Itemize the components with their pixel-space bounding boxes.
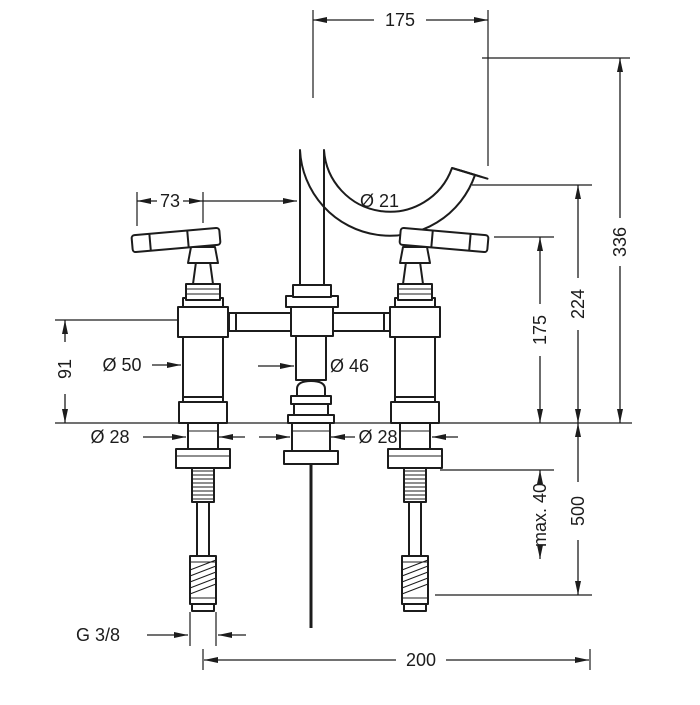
dim-hole-spacing-label: 200 <box>406 650 436 670</box>
left-handle-lever <box>130 226 222 254</box>
dim-handle-projection-label: 73 <box>160 191 180 211</box>
dim-max-deck-thickness-label: max. 40 <box>530 483 550 547</box>
dim-handle-projection: 73 <box>137 191 203 211</box>
left-supply-shank <box>175 422 231 612</box>
left-mounting-nut <box>175 448 231 469</box>
dim-hose-length: 500 <box>568 423 588 595</box>
right-handle-stem <box>399 246 431 285</box>
dim-total-height: 336 <box>610 58 630 423</box>
dim-spout-outlet-height-label: 224 <box>568 289 588 319</box>
center-tee <box>285 284 339 381</box>
dim-spout-tube-diameter-label: Ø 21 <box>360 191 399 211</box>
dim-spout-reach: 175 <box>313 10 488 30</box>
dim-total-height-label: 336 <box>610 227 630 257</box>
dim-supply-thread-label: G 3/8 <box>76 625 120 645</box>
right-threaded-shank <box>403 467 427 503</box>
right-valve-body <box>389 283 441 424</box>
center-drain-assembly <box>283 422 339 628</box>
left-valve-body <box>177 283 229 424</box>
dim-body-height-label: 91 <box>55 359 75 379</box>
left-handle-stem <box>187 246 219 285</box>
dim-hole-spacing: 200 <box>204 650 589 670</box>
dim-spout-outlet-height: 224 <box>568 185 588 423</box>
right-mounting-nut <box>387 448 443 469</box>
dim-shank-diameter-left-label: Ø 28 <box>90 427 129 447</box>
right-hose-end <box>403 603 427 612</box>
spout <box>299 149 489 291</box>
dim-handle-top-height-label: 175 <box>530 315 550 345</box>
popup-knob <box>287 380 335 424</box>
dim-max-deck-thickness: max. 40 <box>530 470 550 559</box>
left-threaded-shank <box>191 467 215 503</box>
dim-center-body-diameter-label: Ø 46 <box>330 356 369 376</box>
dim-shank-diameters: Ø 28 Ø 28 <box>90 427 458 447</box>
extension-lines <box>55 10 632 670</box>
center-flange <box>283 450 339 465</box>
right-handle-lever <box>398 226 490 254</box>
center-column <box>295 335 327 381</box>
faucet-drawing <box>130 149 490 628</box>
right-bonnet <box>397 283 433 301</box>
aerator-seam <box>457 168 482 178</box>
left-bonnet <box>185 283 221 301</box>
dim-supply-thread: G 3/8 <box>76 625 246 645</box>
dim-shank-diameter-right-label: Ø 28 <box>358 427 397 447</box>
dim-body-diameter: Ø 50 <box>102 355 181 375</box>
left-supply-tube <box>196 501 210 557</box>
dim-body-diameter-label: Ø 50 <box>102 355 141 375</box>
right-supply-tube <box>408 501 422 557</box>
right-supply-shank <box>387 422 443 612</box>
left-hose-end <box>191 603 215 612</box>
dim-center-body-diameter: Ø 46 <box>258 356 369 376</box>
dim-spout-reach-label: 175 <box>385 10 415 30</box>
dim-handle-top-height: 175 <box>530 237 550 423</box>
dim-hose-length-label: 500 <box>568 496 588 526</box>
dim-body-height: 91 <box>55 320 75 423</box>
